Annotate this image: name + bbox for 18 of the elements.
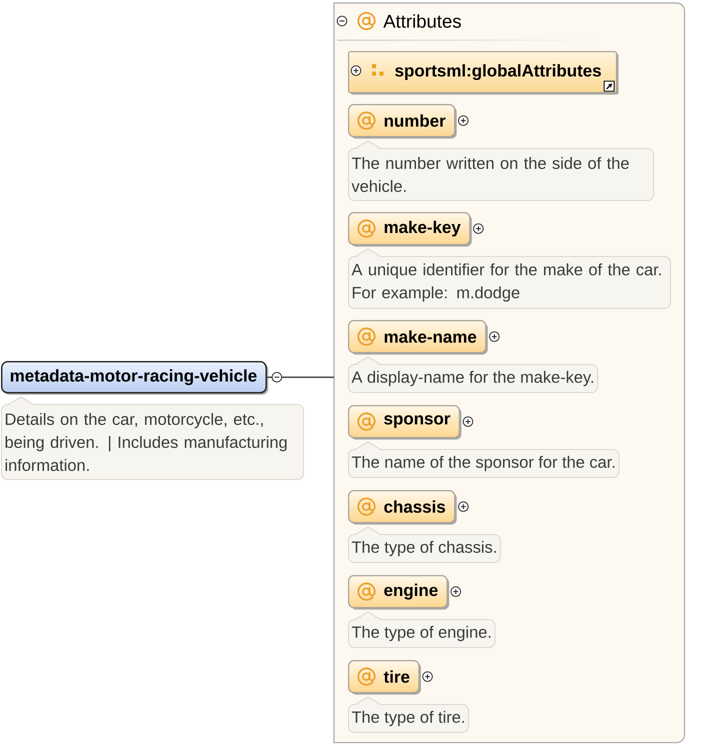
description-callout: The type of chassis. [348,526,501,563]
attribute-box: number [348,104,457,139]
description-callout: A unique identifier for the make of the car. For example: m.dodge [348,248,671,309]
element-box: metadata-motor-racing-vehicle [1,361,268,395]
description-callout: Details on the car, motorcycle, etc., being driven. | Includes manufacturing information. [1,396,304,480]
attribute-box: chassis [348,490,457,525]
attribute-group-box: sportsml:globalAttributes [348,51,619,95]
description-callout: The name of the sponsor for the car. [348,441,620,478]
attribute-box: engine [348,575,450,610]
description-callout: The type of tire. [348,696,469,733]
attribute-box: sponsor [348,405,462,440]
connector-line [266,376,334,378]
attribute-box: make-key [348,212,472,247]
description-callout: A display-name for the make-key. [348,356,598,393]
attribute-box: tire [348,660,421,695]
description-callout: The type of engine. [348,611,496,648]
description-callout: The number written on the side of the vehicle. [348,140,654,201]
attribute-box: make-name [348,320,488,355]
